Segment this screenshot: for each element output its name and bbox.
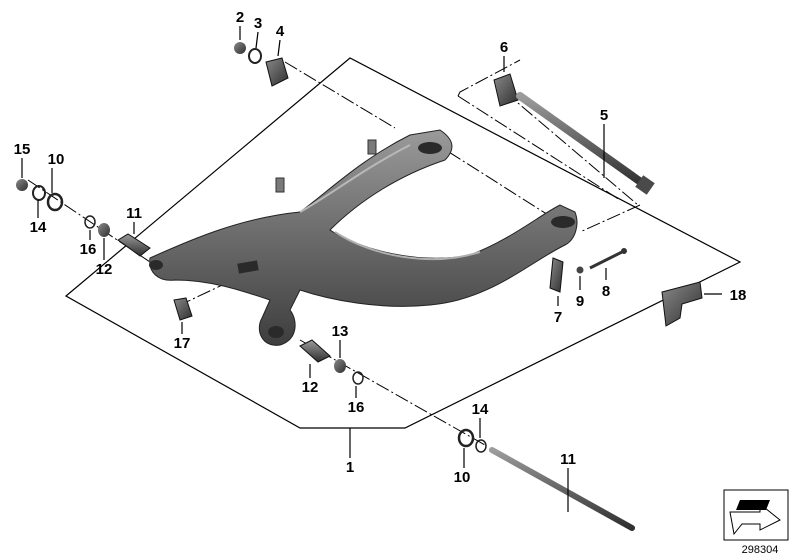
callout-12-left: 11 [126, 205, 142, 222]
callout-11: 11 [560, 451, 576, 468]
callouts: 2 3 4 6 5 7 8 9 18 15 10 14 11 16 12 17 … [14, 9, 747, 486]
callout-3: 3 [254, 15, 262, 32]
callout-14-left: 14 [30, 219, 47, 236]
callout-6: 6 [500, 39, 508, 56]
callout-7: 7 [554, 309, 562, 326]
callout-12-right: 12 [302, 379, 319, 396]
callout-8: 8 [602, 283, 610, 300]
callout-13-left: 12 [96, 261, 113, 278]
parts [16, 42, 703, 531]
callout-14-right: 14 [472, 401, 489, 418]
callout-4: 4 [276, 23, 285, 40]
callout-9: 9 [576, 293, 584, 310]
callout-17: 17 [174, 335, 191, 352]
swing-arm [149, 129, 578, 346]
document-number: 298304 [742, 544, 779, 556]
assembly-outline [64, 57, 742, 429]
callout-15: 15 [14, 141, 31, 158]
direction-arrow-icon [723, 489, 789, 541]
callout-18: 18 [730, 287, 747, 304]
callout-16-right: 16 [348, 399, 365, 416]
callout-5: 5 [600, 107, 608, 124]
leader-lines [21, 26, 722, 512]
callout-16-left: 16 [80, 241, 97, 258]
callout-10-left: 10 [48, 151, 65, 168]
callout-2: 2 [236, 9, 244, 26]
callout-1: 1 [346, 459, 354, 476]
callout-13-right: 13 [332, 323, 349, 340]
callout-10-right: 10 [454, 469, 471, 486]
